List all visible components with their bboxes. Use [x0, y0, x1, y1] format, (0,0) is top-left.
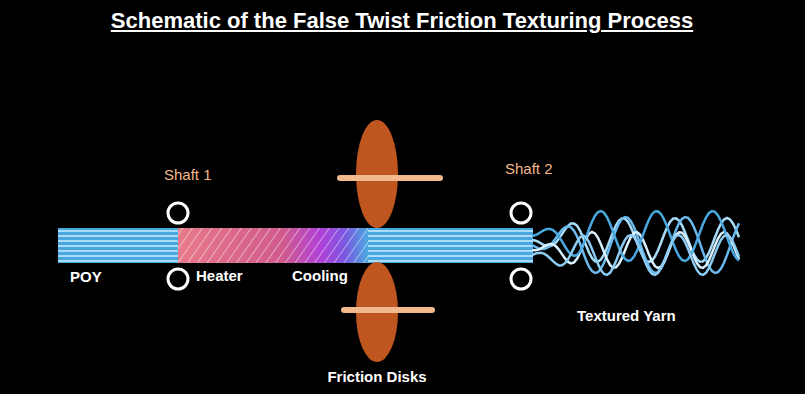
output-label: Textured Yarn — [577, 307, 676, 324]
part-label: Friction Disks — [327, 368, 426, 385]
diagram-title: Schematic of the False Twist Friction Te… — [111, 8, 693, 34]
textured-yarn — [532, 211, 739, 275]
crimp-strand — [532, 211, 739, 261]
heater-zone — [178, 228, 368, 263]
crimp-strand — [532, 235, 739, 275]
friction-disk — [356, 262, 398, 362]
disk-shaft — [344, 307, 432, 313]
disk-shaft — [356, 307, 398, 313]
friction-disk — [356, 120, 398, 228]
yarn-band — [58, 228, 533, 263]
roller — [511, 269, 531, 289]
shaft-label: Shaft 1 — [164, 166, 212, 183]
disk-shaft — [340, 175, 440, 181]
roller — [511, 203, 531, 223]
input-label: POY — [70, 268, 102, 285]
shaft-label: Shaft 2 — [505, 160, 553, 177]
zone-label: Cooling — [292, 267, 348, 284]
roller — [168, 203, 188, 223]
twist-stripes — [178, 228, 368, 263]
zone-label: Heater — [196, 267, 243, 284]
roller — [168, 269, 188, 289]
disk-shaft — [356, 175, 398, 181]
